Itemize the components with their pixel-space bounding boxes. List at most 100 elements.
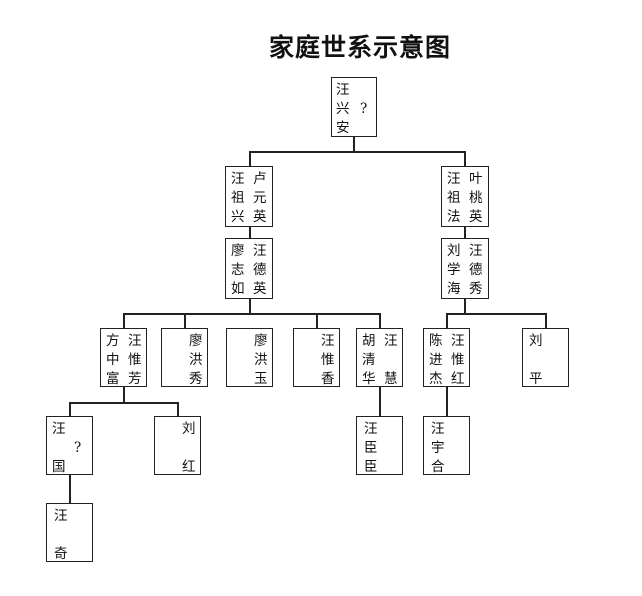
name-char: 汪	[431, 421, 445, 437]
name-char: 安	[336, 120, 350, 136]
name-char: 汪	[384, 333, 398, 349]
name-char	[74, 458, 81, 477]
person-node-wang-weixiang: 汪惟香	[293, 328, 340, 387]
person-node-wang-qi: 汪奇	[46, 503, 93, 562]
person-node-liao-hongxiu: 廖洪秀	[161, 328, 208, 387]
connector	[446, 386, 448, 416]
person-node-wang-zufa: 汪祖法 叶桃英	[441, 166, 489, 227]
name-char: ?	[74, 440, 82, 456]
name-char: 富	[106, 371, 120, 387]
name-char: 惟	[451, 352, 465, 368]
connector	[123, 313, 380, 315]
name-char: 奇	[54, 546, 68, 562]
connector	[446, 313, 546, 315]
name-char: 法	[447, 209, 461, 225]
name-char: 兴	[231, 209, 245, 225]
name-char: 汪	[336, 82, 350, 98]
name-char	[360, 119, 367, 138]
name-char: 陈	[429, 333, 443, 349]
connector	[464, 226, 466, 238]
connector	[249, 151, 465, 153]
name-char: 合	[431, 459, 445, 475]
name-char: 英	[253, 281, 267, 297]
name-char: 元	[253, 190, 267, 206]
connector	[545, 313, 547, 328]
name-char	[360, 81, 367, 100]
name-char: 方	[106, 333, 120, 349]
name-char: 汪	[54, 508, 68, 524]
name-char: 汪	[231, 171, 245, 187]
name-char: 平	[529, 371, 543, 387]
name-char: 汪	[364, 421, 378, 437]
connector	[177, 402, 179, 416]
connector	[69, 474, 71, 503]
person-node-wang-yuhe: 汪宇合	[423, 416, 470, 475]
name-char: 臣	[364, 440, 378, 456]
name-char: 刘	[182, 421, 196, 437]
person-node-chen-jinjie: 陈进杰 汪惟红	[423, 328, 470, 387]
connector	[249, 226, 251, 238]
name-char: 廖	[189, 333, 203, 349]
name-char: 胡	[362, 333, 376, 349]
connector	[379, 313, 381, 328]
connector	[446, 313, 448, 328]
name-char: 芳	[128, 371, 142, 387]
name-char: ?	[360, 101, 368, 117]
connector	[184, 313, 186, 328]
name-char: 海	[447, 281, 461, 297]
name-char	[54, 526, 68, 545]
person-node-hu-qinghua: 胡清华 汪慧	[356, 328, 403, 387]
name-char: 祖	[231, 190, 245, 206]
name-char: 英	[253, 209, 267, 225]
name-char: 汪	[253, 243, 267, 259]
name-char: 国	[52, 459, 66, 475]
name-char: 清	[362, 352, 376, 368]
name-char: 叶	[469, 171, 483, 187]
name-char	[52, 439, 66, 458]
connector	[464, 151, 466, 166]
name-char: 志	[231, 262, 245, 278]
name-char: 汪	[321, 333, 335, 349]
name-char: 臣	[364, 459, 378, 475]
name-char: 兴	[336, 101, 350, 117]
person-node-wang-guo: 汪国 ?	[46, 416, 93, 475]
name-char: 秀	[469, 281, 483, 297]
connector	[379, 386, 381, 416]
name-char: 汪	[469, 243, 483, 259]
person-node-fang-zhongfu: 方中富 汪惟芳	[100, 328, 147, 387]
name-char: 秀	[189, 371, 203, 387]
name-char: 刘	[529, 333, 543, 349]
name-char: 洪	[189, 352, 203, 368]
name-char: 香	[321, 371, 335, 387]
name-char: 如	[231, 281, 245, 297]
name-char: 红	[182, 459, 196, 475]
connector	[123, 386, 125, 402]
name-char: 慧	[384, 371, 398, 387]
connector	[249, 151, 251, 166]
person-node-liu-ping: 刘平	[522, 328, 569, 387]
name-char	[529, 351, 543, 370]
name-char: 刘	[447, 243, 461, 259]
connector	[316, 313, 318, 328]
name-char	[74, 420, 81, 439]
person-node-wang-zuxing: 汪祖兴 卢元英	[225, 166, 273, 227]
name-char: 红	[451, 371, 465, 387]
person-node-wang-chenchen: 汪臣臣	[356, 416, 403, 475]
name-char	[384, 351, 398, 370]
person-node-liu-hong: 刘红	[154, 416, 201, 475]
person-node-root: 汪兴安 ?	[331, 77, 377, 137]
connector	[123, 313, 125, 328]
name-char: 德	[469, 262, 483, 278]
name-char: 廖	[231, 243, 245, 259]
name-char: 宇	[431, 440, 445, 456]
name-char: 汪	[52, 421, 66, 437]
name-char: 华	[362, 371, 376, 387]
name-char: 惟	[128, 352, 142, 368]
name-char: 汪	[128, 333, 142, 349]
name-char: 洪	[254, 352, 268, 368]
name-char: 桃	[469, 190, 483, 206]
name-char: 德	[253, 262, 267, 278]
connector	[69, 402, 71, 416]
person-node-liu-xuehai: 刘学海 汪德秀	[441, 238, 489, 299]
name-char: 惟	[321, 352, 335, 368]
